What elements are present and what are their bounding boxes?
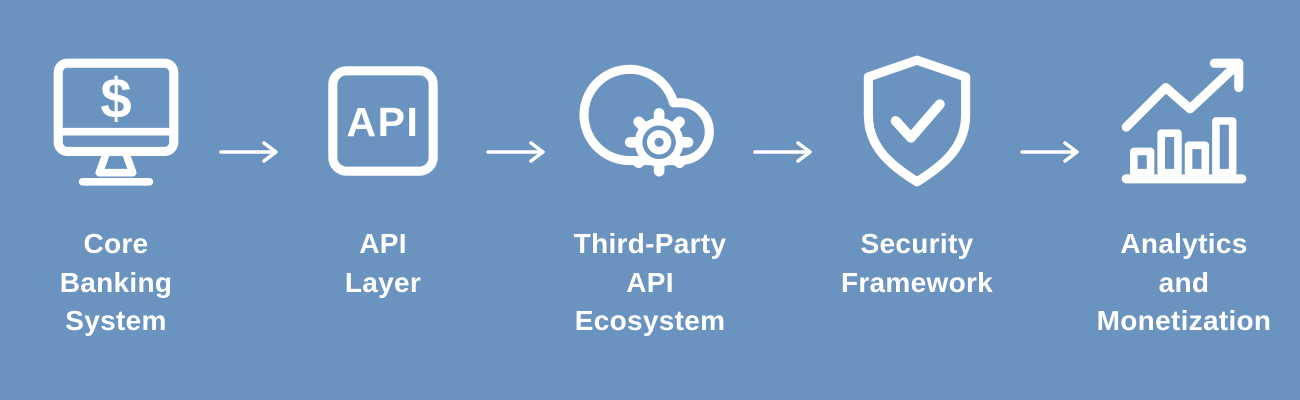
step-label-security-framework: Security Framework	[840, 228, 994, 298]
growth-chart-icon	[1104, 38, 1264, 203]
api-text: API	[347, 99, 420, 145]
step-label-analytics-and-monetization: Analytics and Monetization	[1096, 228, 1272, 337]
shield-check-icon	[837, 38, 997, 203]
right-arrow-icon	[1019, 140, 1082, 164]
step-core-banking-system: $ Core Banking System	[14, 38, 219, 341]
right-arrow-icon	[218, 140, 281, 164]
step-label-third-party-api-ecosystem: Third-Party API Ecosystem	[573, 228, 727, 337]
cloud-gear-icon	[570, 38, 730, 203]
monitor-dollar-icon: $	[36, 38, 196, 203]
right-arrow-icon	[485, 140, 548, 164]
step-label-core-banking-system: Core Banking System	[59, 228, 173, 337]
step-security-framework: Security Framework	[815, 38, 1020, 302]
step-third-party-api-ecosystem: Third-Party API Ecosystem	[548, 38, 753, 341]
step-analytics-and-monetization: Analytics and Monetization	[1082, 38, 1287, 341]
step-api-layer: API API Layer	[281, 38, 486, 302]
step-label-api-layer: API Layer	[344, 228, 422, 298]
api-box-icon: API	[303, 38, 463, 203]
right-arrow-icon	[752, 140, 815, 164]
dollar-sign-text: $	[100, 66, 131, 129]
